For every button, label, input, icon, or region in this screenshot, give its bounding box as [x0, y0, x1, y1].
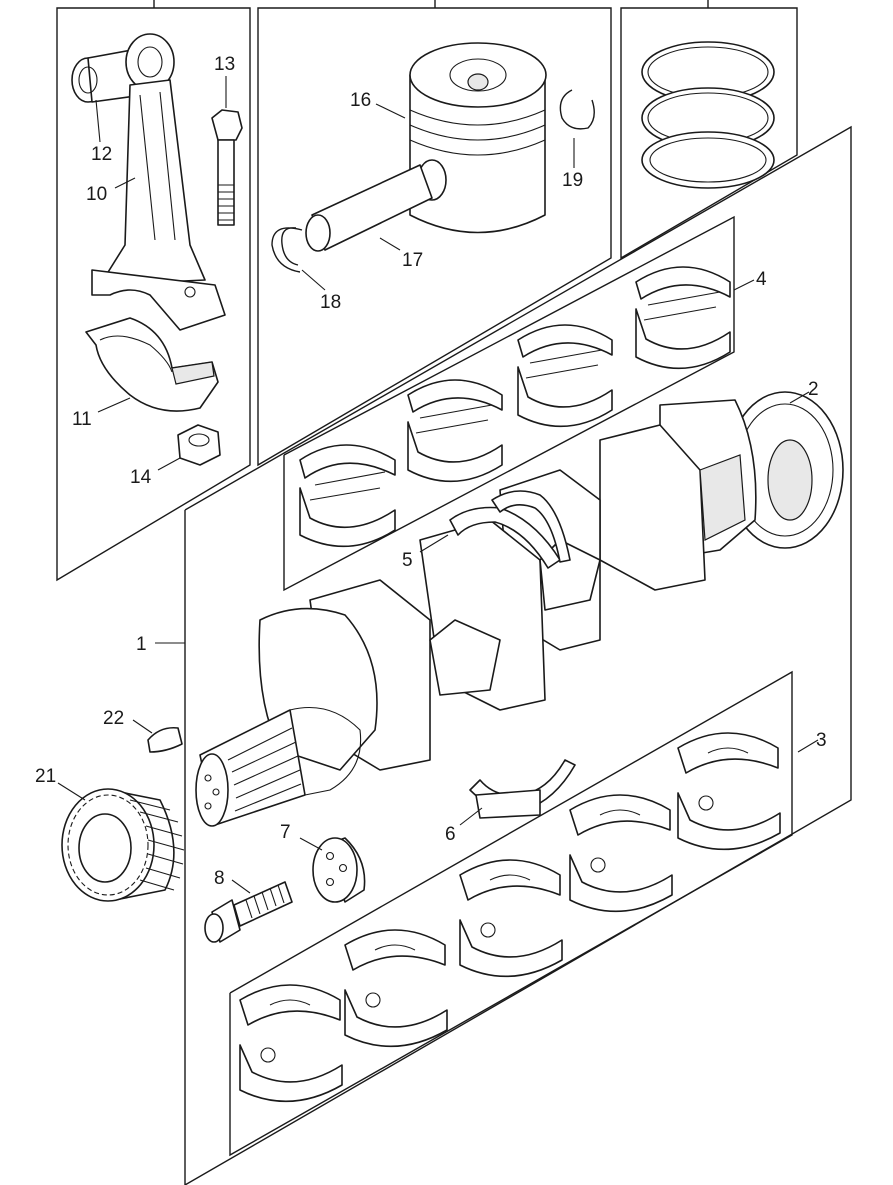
callout-22: 22 [103, 708, 124, 729]
pulley-bolt-part [204, 881, 293, 943]
upper-bearing-shell-2 [407, 379, 503, 483]
callout-17: 17 [402, 250, 423, 271]
frame-lower-bearings-box [229, 670, 793, 1157]
callout-18: 18 [320, 292, 341, 313]
frame-crankshaft-box [184, 125, 852, 1185]
connecting-rod-part [71, 33, 226, 331]
upper-bearing-shell-1 [299, 444, 396, 548]
leader-lines [57, 76, 819, 894]
lower-bearing-shell-5 [677, 732, 781, 851]
piston-part [409, 42, 547, 234]
connecting-rod-cap-part [85, 317, 219, 412]
callout-3: 3 [816, 730, 827, 751]
upper-bearing-shell-4 [635, 266, 731, 370]
rod-nut-part [177, 424, 221, 466]
frame-piston-box [257, 0, 612, 467]
lower-bearing-shell-2 [344, 929, 448, 1048]
piston-rings-part [641, 41, 775, 189]
callout-5: 5 [402, 550, 413, 571]
callout-21: 21 [35, 766, 56, 787]
callout-4: 4 [756, 269, 767, 290]
woodruff-key-part [147, 726, 183, 753]
callout-6: 6 [445, 824, 456, 845]
lower-bearing-shell-4 [569, 794, 673, 913]
callout-19: 19 [562, 170, 583, 191]
circlip-right-part [559, 89, 595, 130]
circlip-left-part [271, 227, 303, 273]
rod-bolt-part [211, 109, 243, 226]
callout-10: 10 [86, 184, 107, 205]
callout-13: 13 [214, 54, 235, 75]
pulley-washer-part [312, 837, 366, 903]
upper-bearing-shell-3 [517, 324, 613, 428]
callout-12: 12 [91, 144, 112, 165]
callout-7: 7 [280, 822, 291, 843]
callout-8: 8 [214, 868, 225, 889]
thrust-washer-upper-part [449, 490, 571, 569]
callout-labels: 1 2 3 4 5 6 7 8 10 11 12 13 14 16 17 18 … [35, 54, 827, 889]
lower-bearing-shell-3 [459, 859, 563, 978]
frame-rings-box [620, 0, 798, 260]
callout-2: 2 [808, 379, 819, 400]
thrust-washer-lower-part [469, 759, 576, 819]
lower-bearing-shell-1 [239, 984, 343, 1103]
crankshaft-part [195, 391, 844, 827]
callout-14: 14 [130, 467, 152, 488]
frame-connecting-rod-box [56, 0, 251, 582]
piston-pin-part [305, 164, 433, 252]
callout-11: 11 [72, 409, 92, 430]
callout-1: 1 [136, 634, 147, 655]
frame-upper-bearings-box [283, 215, 735, 592]
crankshaft-gear-part [61, 788, 185, 902]
callout-16: 16 [350, 90, 371, 111]
